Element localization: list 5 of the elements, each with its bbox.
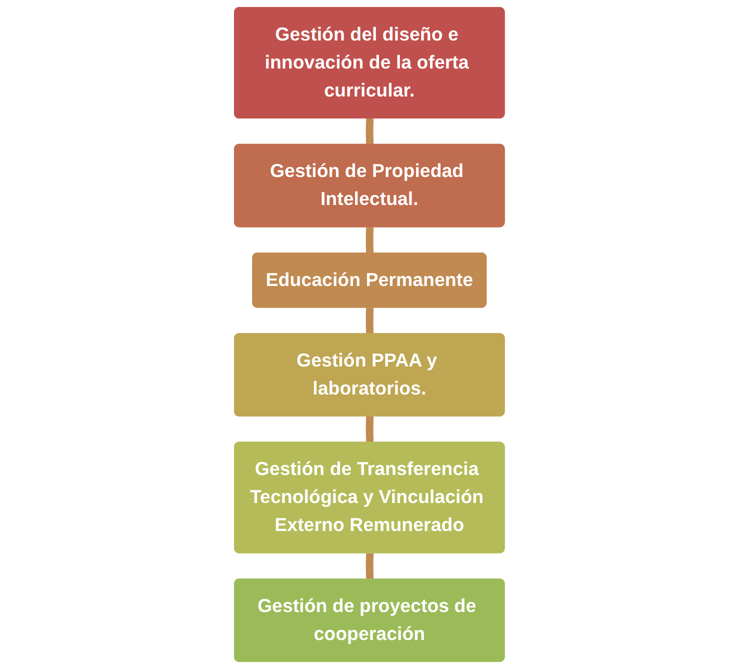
- connector: [365, 306, 374, 336]
- connector: [365, 116, 374, 146]
- connector: [365, 552, 374, 581]
- connector: [365, 414, 374, 444]
- connector: [365, 226, 374, 255]
